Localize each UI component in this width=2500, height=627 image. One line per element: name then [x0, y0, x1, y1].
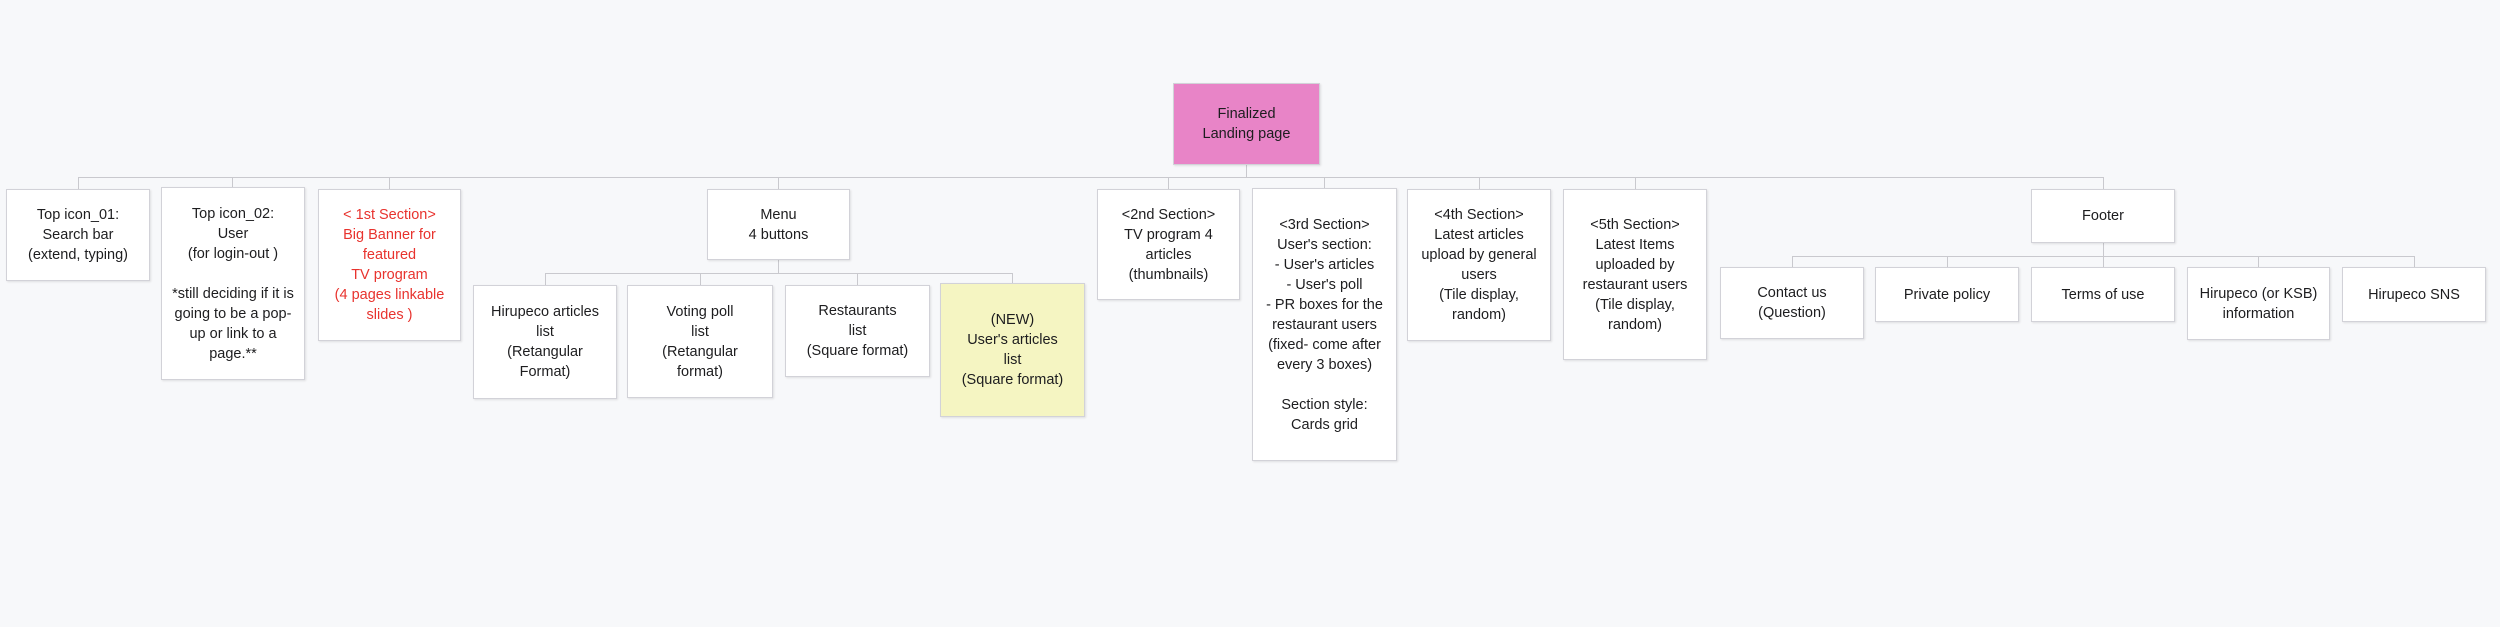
node-terms-of-use[interactable]: Terms of use [2031, 267, 2175, 322]
node-3rd-section-users-section[interactable]: <3rd Section> User's section: - User's a… [1252, 188, 1397, 461]
connector-stub-private-policy [1947, 256, 1948, 267]
connector-menu-trunk [545, 273, 1013, 274]
connector-stub-terms-of-use [2103, 256, 2104, 267]
node-hirupeco-sns[interactable]: Hirupeco SNS [2342, 267, 2486, 322]
node-4th-section-latest-articles[interactable]: <4th Section> Latest articles upload by … [1407, 189, 1551, 341]
connector-stub-section-5 [1635, 177, 1636, 189]
node-hirupeco-ksb-information[interactable]: Hirupeco (or KSB) information [2187, 267, 2330, 340]
node-5th-section-latest-items[interactable]: <5th Section> Latest Items uploaded by r… [1563, 189, 1707, 360]
connector-stub-footer [2103, 177, 2104, 189]
connector-footer-stub [2103, 243, 2104, 256]
connector-stub-top-icon-02 [232, 177, 233, 189]
connector-stub-users-articles [1012, 273, 1013, 285]
connector-stub-voting-poll [700, 273, 701, 285]
connector-stub-section-3 [1324, 177, 1325, 189]
node-new-users-articles-list[interactable]: (NEW) User's articles list (Square forma… [940, 283, 1085, 417]
connector-stub-menu [778, 177, 779, 189]
connector-stub-restaurants [857, 273, 858, 285]
connector-stub-section-1 [389, 177, 390, 189]
node-top-icon-02-user[interactable]: Top icon_02: User (for login-out ) *stil… [161, 187, 305, 380]
node-footer[interactable]: Footer [2031, 189, 2175, 243]
connector-stub-hirupeco-info [2258, 256, 2259, 267]
node-hirupeco-articles-list[interactable]: Hirupeco articles list (Retangular Forma… [473, 285, 617, 399]
connector-menu-stub [778, 260, 779, 273]
connector-stub-hirupeco-sns [2414, 256, 2415, 267]
node-private-policy[interactable]: Private policy [1875, 267, 2019, 322]
node-2nd-section-tv-program[interactable]: <2nd Section> TV program 4 articles (thu… [1097, 189, 1240, 300]
connector-main-trunk [78, 177, 2104, 178]
node-contact-us[interactable]: Contact us (Question) [1720, 267, 1864, 339]
connector-stub-hirupeco-articles [545, 273, 546, 285]
node-restaurants-list[interactable]: Restaurants list (Square format) [785, 285, 930, 377]
node-voting-poll-list[interactable]: Voting poll list (Retangular format) [627, 285, 773, 398]
connector-stub-top-icon-01 [78, 177, 79, 189]
connector-root-stub [1246, 165, 1247, 178]
connector-stub-contact-us [1792, 256, 1793, 267]
node-menu[interactable]: Menu 4 buttons [707, 189, 850, 260]
node-top-icon-01-search-bar[interactable]: Top icon_01: Search bar (extend, typing) [6, 189, 150, 281]
connector-stub-section-4 [1479, 177, 1480, 189]
node-finalized-landing-page[interactable]: Finalized Landing page [1173, 83, 1320, 165]
node-1st-section-big-banner[interactable]: < 1st Section> Big Banner for featured T… [318, 189, 461, 341]
connector-stub-section-2 [1168, 177, 1169, 189]
